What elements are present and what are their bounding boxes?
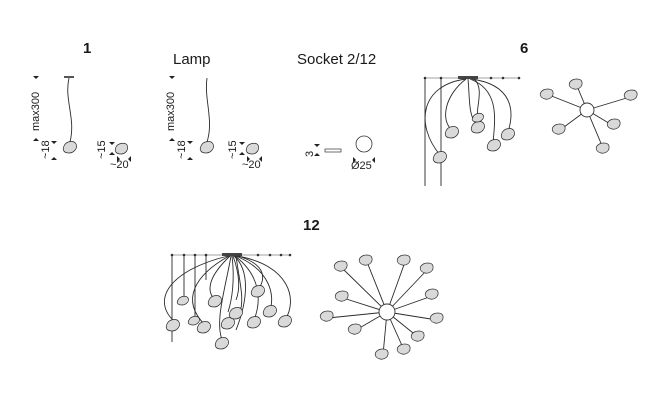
variant-6-top-view [539,78,638,154]
socket-heading: Socket 2/12 [297,51,377,68]
lamp-lamp-width-label: ~20 [242,159,261,171]
variant-1-side-view [33,76,77,160]
lamp-heading: Lamp [173,51,211,68]
variant-1-lamp-detail [109,142,131,162]
variant-12-side-view [164,253,292,350]
variant-1-heading: 1 [83,40,92,57]
variant-6-side-view [423,76,521,186]
lamp-detail [239,142,262,162]
variant-6-heading: 6 [520,40,529,57]
socket-views [314,135,375,163]
socket-diameter-label: Ø25 [351,160,372,172]
variant-12-heading: 12 [303,217,320,234]
lamp-side-view [169,76,214,160]
variant-12-top-view [319,254,444,360]
variant-1-lamp-width-label: ~20 [110,159,129,171]
